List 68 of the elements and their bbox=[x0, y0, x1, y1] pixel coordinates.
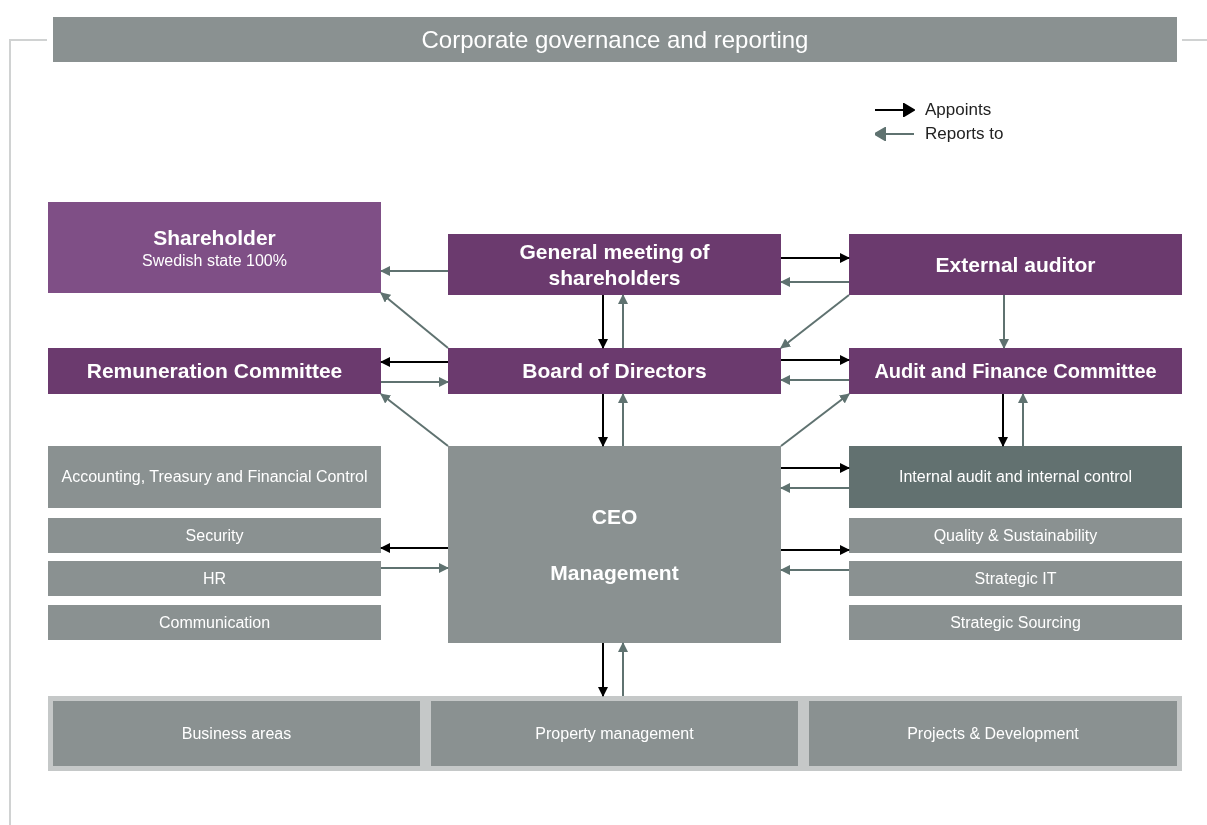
shareholder-box bbox=[48, 202, 381, 293]
arrow bbox=[780, 355, 850, 365]
governance-box bbox=[48, 348, 381, 394]
unit-box bbox=[431, 701, 798, 766]
unit-box bbox=[849, 561, 1182, 596]
node-label: Shareholder bbox=[153, 224, 276, 251]
arrow bbox=[380, 292, 449, 349]
arrow bbox=[618, 393, 628, 447]
arrow bbox=[380, 393, 449, 447]
node-label: Strategic IT bbox=[974, 568, 1057, 589]
arrow bbox=[780, 483, 850, 493]
node-label: Strategic Sourcing bbox=[950, 612, 1081, 633]
arrow bbox=[999, 294, 1009, 349]
arrow bbox=[380, 357, 449, 367]
arrow bbox=[780, 253, 850, 263]
node-label: General meeting of shareholders bbox=[518, 238, 711, 291]
unit-box bbox=[53, 701, 420, 766]
arrow bbox=[1018, 393, 1028, 447]
unit-box bbox=[809, 701, 1177, 766]
node-label: CEO bbox=[591, 503, 638, 530]
unit-box bbox=[48, 446, 381, 508]
unit-box bbox=[48, 605, 381, 640]
arrow bbox=[380, 543, 449, 553]
governance-box bbox=[849, 348, 1182, 394]
node-label: Security bbox=[185, 525, 244, 546]
legend-label: Reports to bbox=[925, 124, 1004, 144]
unit-box bbox=[849, 605, 1182, 640]
node-label: Quality & Sustainability bbox=[933, 525, 1098, 546]
arrow bbox=[780, 294, 850, 349]
node-label: External auditor bbox=[935, 251, 1096, 278]
arrow bbox=[380, 266, 449, 276]
title-banner: Corporate governance and reporting bbox=[53, 17, 1177, 62]
arrow bbox=[618, 294, 628, 349]
arrow bbox=[780, 545, 850, 555]
unit-box bbox=[48, 561, 381, 596]
node-label: Internal audit and internal control bbox=[898, 467, 1132, 487]
node-label: Property management bbox=[535, 723, 694, 744]
node-sublabel: Management bbox=[550, 559, 679, 586]
governance-box bbox=[448, 348, 781, 394]
node-label: HR bbox=[202, 568, 227, 589]
governance-box bbox=[448, 234, 781, 295]
arrow bbox=[780, 277, 850, 287]
audit-box bbox=[849, 446, 1182, 508]
arrow bbox=[780, 565, 850, 575]
unit-box bbox=[48, 518, 381, 553]
arrow bbox=[780, 375, 850, 385]
unit-box bbox=[849, 518, 1182, 553]
node-label: Business areas bbox=[181, 723, 292, 744]
node-label: Audit and Finance Committee bbox=[874, 358, 1157, 384]
arrow bbox=[780, 463, 850, 473]
business-band bbox=[48, 696, 1182, 771]
arrow bbox=[598, 393, 608, 447]
arrow bbox=[380, 563, 449, 573]
node-label: Communication bbox=[158, 612, 271, 633]
arrow bbox=[780, 393, 850, 447]
arrow bbox=[380, 377, 449, 387]
node-sublabel: Swedish state 100% bbox=[142, 250, 287, 271]
arrow bbox=[598, 642, 608, 697]
legend-label: Appoints bbox=[925, 100, 992, 120]
node-label: Remuneration Committee bbox=[86, 358, 343, 384]
unit-box bbox=[448, 446, 781, 643]
node-label: Board of Directors bbox=[522, 358, 707, 384]
arrow bbox=[998, 393, 1008, 447]
arrow bbox=[598, 294, 608, 349]
arrow bbox=[618, 642, 628, 697]
node-label: Projects & Development bbox=[907, 723, 1079, 744]
node-label: Accounting, Treasury and Financial Control bbox=[61, 467, 368, 487]
governance-box bbox=[849, 234, 1182, 295]
